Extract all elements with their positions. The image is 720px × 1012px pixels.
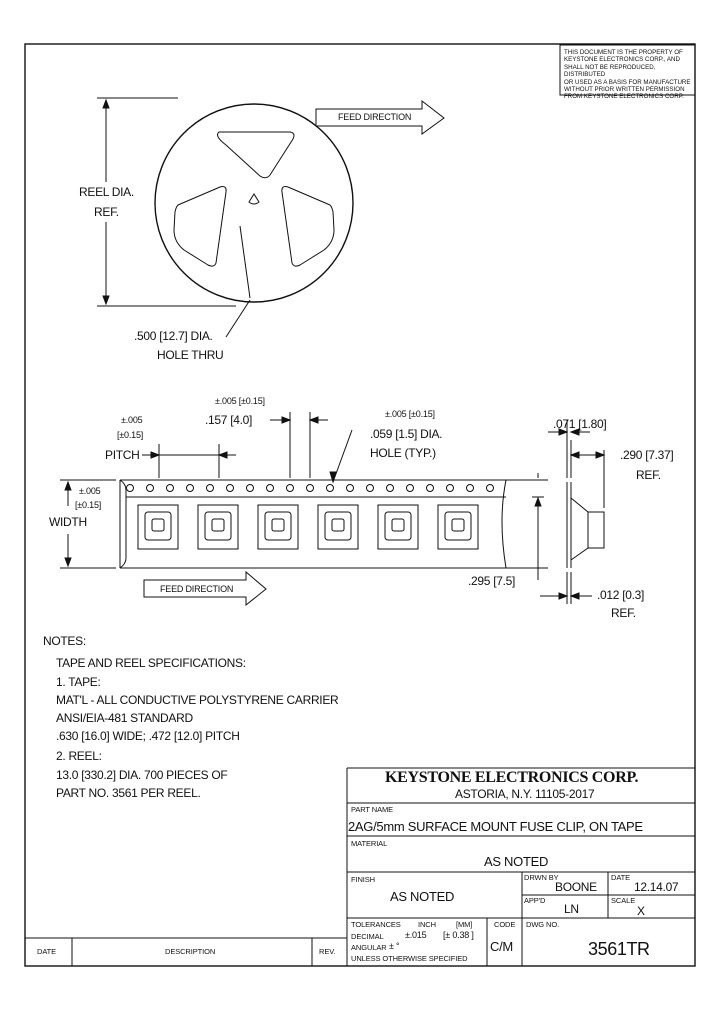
width-tolerance: ±.005 [79, 486, 101, 496]
tape-profile [540, 420, 606, 604]
pitch-label: PITCH [105, 448, 140, 462]
decimal-mm: [± 0.38 ] [443, 930, 474, 940]
feed-direction-label: FEED DIRECTION [338, 112, 412, 122]
approved-by: LN [564, 902, 579, 916]
notes-part: PART NO. 3561 PER REEL. [56, 786, 201, 800]
tape-view [60, 412, 548, 607]
drawn-by-label: DRWN BY [524, 873, 559, 882]
scale-label: SCALE [611, 896, 636, 905]
drawing-number: 3561TR [588, 939, 650, 959]
dim-071: .071 [1.80] [553, 417, 607, 431]
revision-date-label: DATE [37, 947, 57, 956]
dim-157: .157 [4.0] [205, 413, 253, 427]
tape-pockets [137, 504, 479, 550]
finish-value: AS NOTED [390, 889, 455, 904]
angular-label: ANGULAR [351, 943, 387, 952]
proprietary-notice: THIS DOCUMENT IS THE PROPERTY OF KEYSTON… [564, 49, 694, 101]
notice-line: THIS DOCUMENT IS THE PROPERTY OF [564, 49, 683, 56]
approved-label: APP'D [524, 896, 546, 905]
scale-value: X [637, 904, 645, 918]
code-label: CODE [494, 920, 516, 929]
notice-line: FROM KEYSTONE ELECTRONICS CORP. [564, 93, 684, 101]
dim-012-ref: REF. [611, 606, 636, 620]
notes-width: .630 [16.0] WIDE; .472 [12.0] PITCH [56, 729, 240, 743]
finish-label: FINISH [351, 875, 375, 884]
revision-rev-label: REV. [319, 947, 336, 956]
notice-line: WITHOUT PRIOR WRITTEN PERMISSION [564, 86, 685, 94]
feed-arrow-reel [315, 99, 445, 135]
material-label: MATERIAL [351, 839, 388, 848]
feed-direction-label-tape: FEED DIRECTION [160, 584, 234, 594]
company-address: ASTORIA, N.Y. 11105-2017 [455, 787, 595, 801]
notes-reel: 2. REEL: [56, 749, 102, 763]
tolerances-label: TOLERANCES [351, 920, 401, 929]
notes-spec: TAPE AND REEL SPECIFICATIONS: [56, 656, 246, 670]
dim-290: .290 [7.37] [620, 448, 674, 462]
dim-157-tolerance: ±.005 [±0.15] [215, 396, 265, 406]
sprocket-hole-dia: .059 [1.5] DIA. [370, 427, 443, 441]
notes-standard: ANSI/EIA-481 STANDARD [56, 711, 193, 725]
hole-dia-label: .500 [12.7] DIA. [134, 329, 213, 343]
pitch-tolerance-mm: [±0.15] [117, 430, 144, 440]
inch-label: INCH [418, 920, 436, 929]
reel-outline [154, 103, 354, 303]
date-label: DATE [611, 873, 631, 882]
sprocket-holes [126, 484, 494, 492]
notice-line: OR USED AS A BASIS FOR MANUFACTURE [564, 78, 691, 86]
notes-header: NOTES: [43, 634, 86, 648]
dim-012: .012 [0.3] [597, 588, 645, 602]
notes-tape: 1. TAPE: [56, 675, 101, 689]
tape-break [501, 479, 507, 569]
reel-window-top [217, 131, 295, 179]
hole-tolerance: ±.005 [±0.15] [385, 409, 435, 419]
drawing-date: 12.14.07 [634, 880, 679, 894]
company-name: KEYSTONE ELECTRONICS CORP. [385, 769, 639, 786]
angular-value: ± ° [389, 941, 400, 951]
width-tolerance-mm: [±0.15] [75, 500, 102, 510]
dim-290-ref: REF. [636, 468, 661, 482]
part-name: 2AG/5mm SURFACE MOUNT FUSE CLIP, ON TAPE [348, 819, 643, 834]
notes-material: MAT'L - ALL CONDUCTIVE POLYSTYRENE CARRI… [56, 693, 339, 707]
revision-description-label: DESCRIPTION [165, 947, 216, 956]
dwg-no-label: DWG NO. [526, 920, 560, 929]
title-block-lines [25, 767, 695, 966]
dim-295: .295 [7.5] [468, 574, 516, 588]
reel-dia-ref: REF. [94, 205, 119, 219]
code-value: C/M [490, 939, 513, 954]
width-label: WIDTH [49, 515, 87, 529]
notice-line: KEYSTONE ELECTRONICS CORP., AND [564, 56, 680, 64]
notes-reel-dia: 13.0 [330.2] DIA. 700 PIECES OF [56, 768, 228, 782]
reel-view [97, 97, 445, 338]
mm-label: [MM] [456, 920, 473, 929]
sprocket-hole-typ: HOLE (TYP.) [370, 446, 436, 460]
notice-line: SHALL NOT BE REPRODUCED, DISTRIBUTED [564, 63, 656, 79]
pitch-tolerance: ±.005 [121, 415, 143, 425]
decimal-inch: ±.015 [405, 930, 427, 940]
reel-dia-label: REEL DIA. [79, 185, 134, 199]
decimal-label: DECIMAL [351, 932, 384, 941]
feed-arrow-tape [143, 570, 267, 607]
drawing-border [24, 43, 696, 967]
part-name-label: PART NAME [351, 805, 394, 814]
notice-box [559, 44, 696, 96]
reel-window-right [281, 186, 335, 267]
unless-specified: UNLESS OTHERWISE SPECIFIED [351, 954, 468, 963]
reel-window-left [173, 186, 227, 267]
reel-hub-hole [248, 193, 260, 205]
hole-thru-label: HOLE THRU [157, 348, 224, 362]
drawn-by: BOONE [555, 880, 597, 894]
material-value: AS NOTED [484, 854, 549, 869]
